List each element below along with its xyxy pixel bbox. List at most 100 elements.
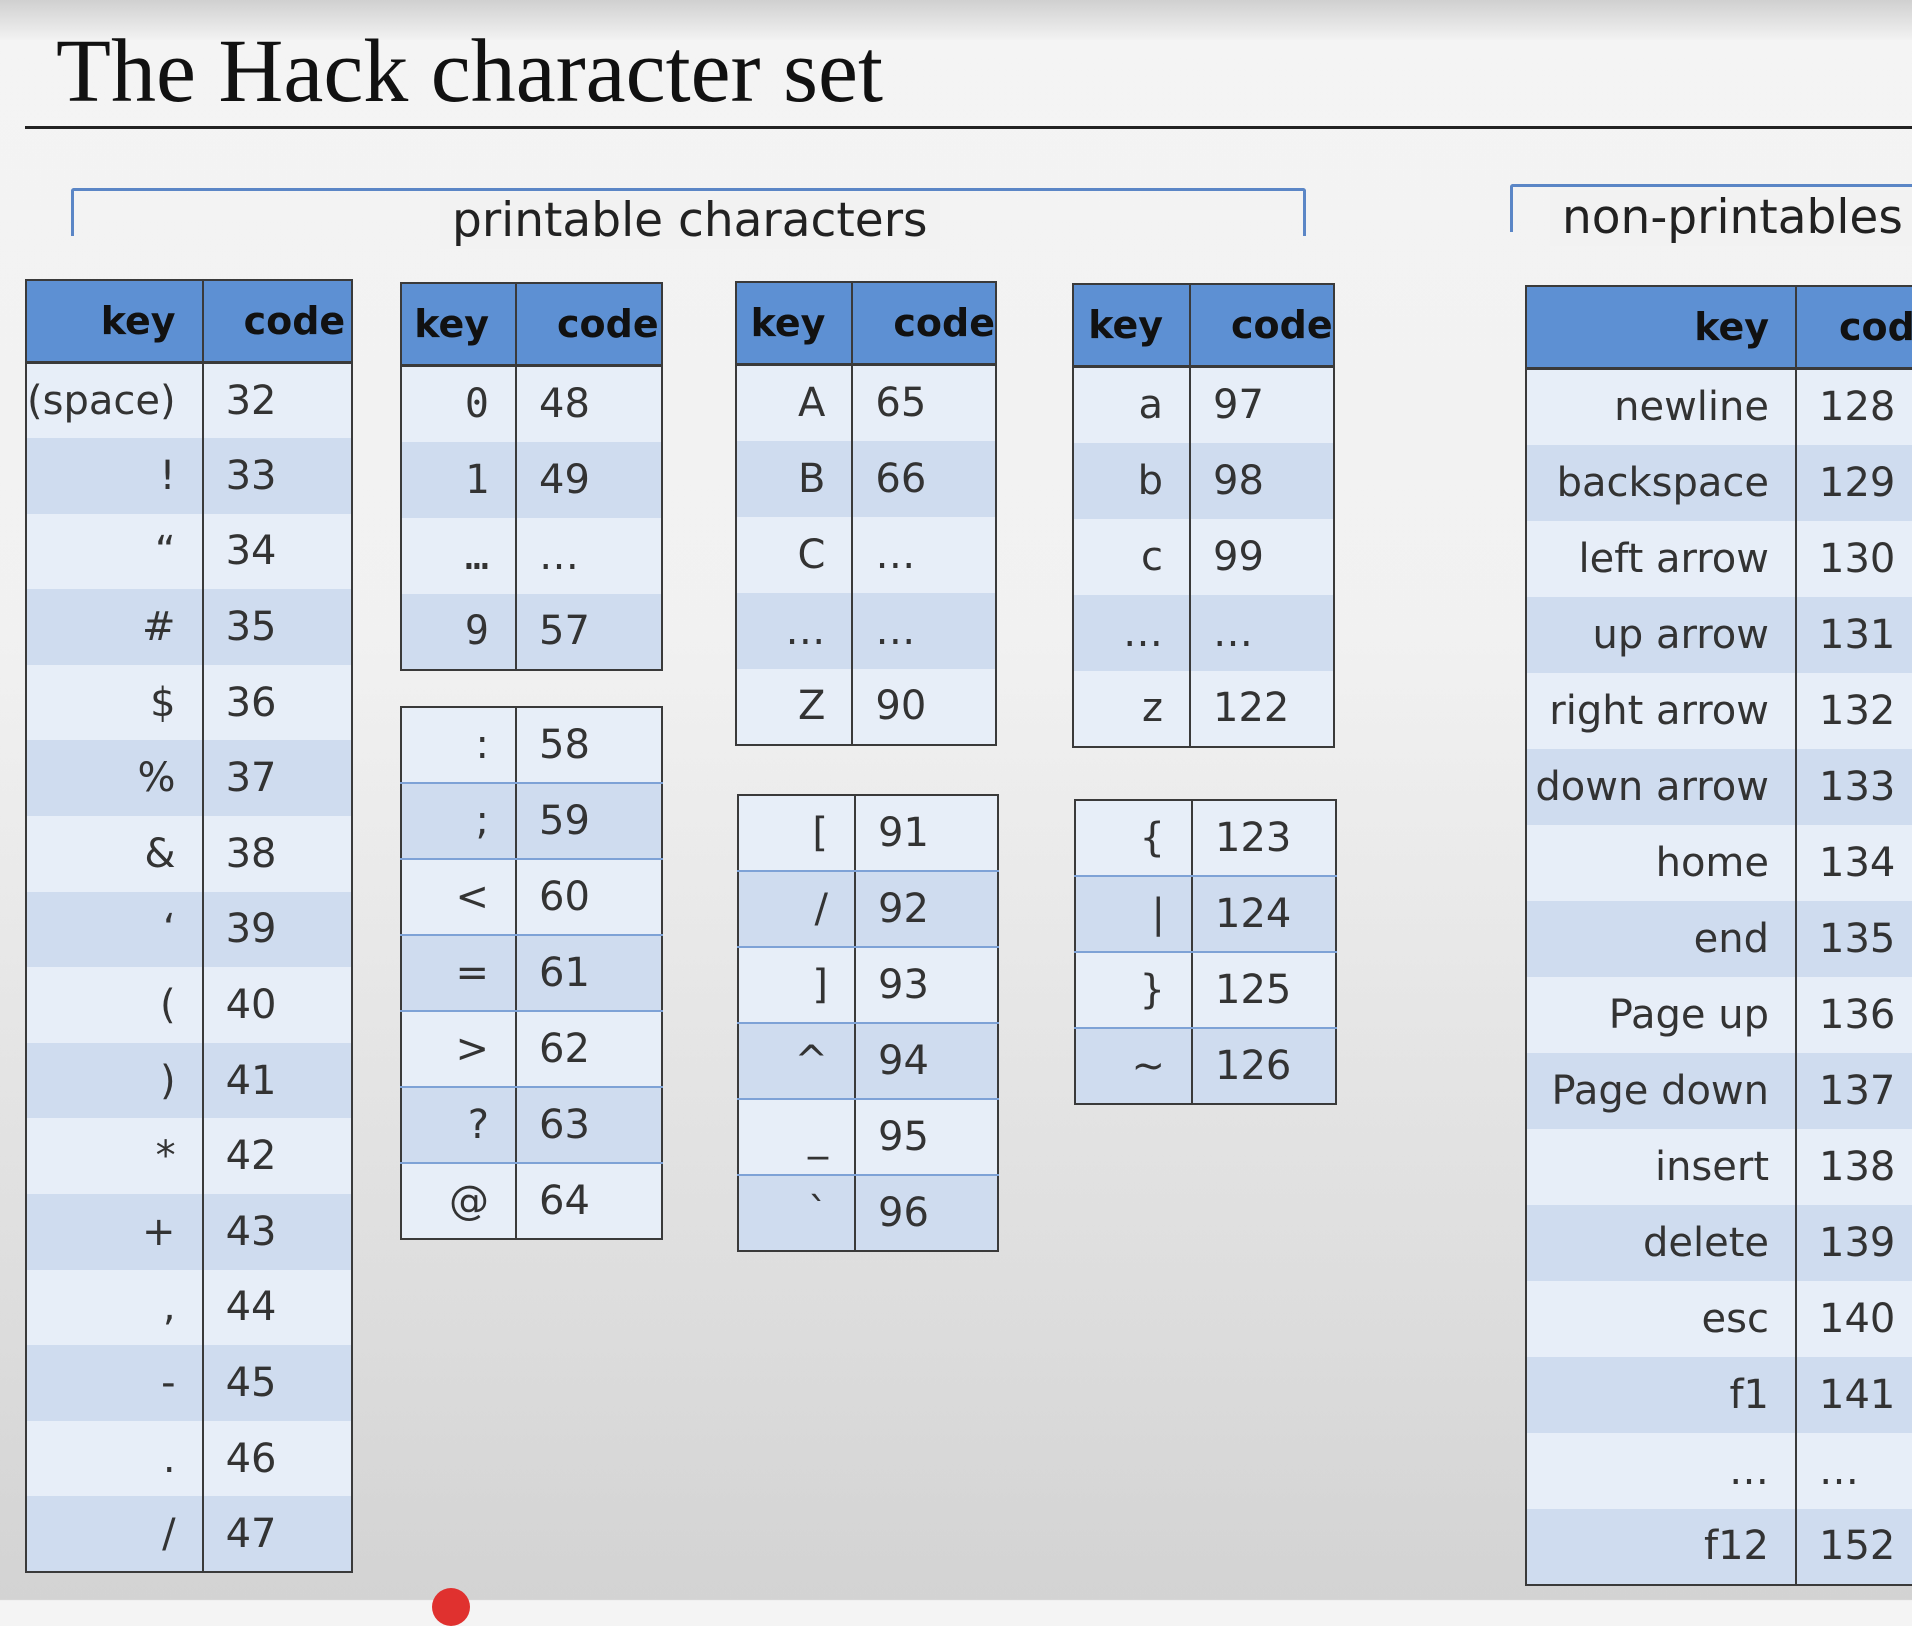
table-row: ]93	[738, 947, 998, 1024]
code-cell: 130	[1796, 520, 1912, 597]
code-cell: 128	[1796, 368, 1912, 445]
code-cell: 39	[202, 891, 352, 968]
table-row: >62	[401, 1011, 662, 1088]
code-cell: 36	[202, 664, 352, 741]
code-cell: 61	[516, 935, 662, 1012]
code-header: cod	[1796, 286, 1912, 370]
key-cell: ]	[738, 947, 856, 1024]
table-row: “34	[26, 513, 352, 590]
key-cell: .	[26, 1420, 204, 1497]
key-cell: end	[1526, 900, 1797, 977]
code-cell: 129	[1796, 444, 1912, 521]
table-row: ,44	[26, 1269, 352, 1346]
code-cell: 46	[202, 1420, 352, 1497]
key-cell: …	[736, 592, 854, 669]
code-cell: 63	[516, 1087, 662, 1164]
key-cell: 9	[401, 593, 517, 670]
code-cell: 133	[1796, 748, 1912, 825]
key-cell: _	[738, 1099, 856, 1176]
key-cell: /	[26, 1496, 204, 1572]
table-row: ……	[1073, 594, 1334, 671]
code-cell: 141	[1796, 1356, 1912, 1433]
key-cell: @	[401, 1163, 517, 1239]
code-cell: 58	[516, 707, 662, 784]
table-row: ^94	[738, 1023, 998, 1100]
title-rule	[25, 126, 1912, 129]
key-cell: *	[26, 1118, 204, 1195]
code-cell: 44	[202, 1269, 352, 1346]
code-cell: 92	[855, 871, 998, 948]
key-header: key	[26, 280, 204, 364]
code-cell: 132	[1796, 672, 1912, 749]
table-row: /92	[738, 871, 998, 948]
key-cell: A	[736, 364, 854, 441]
key-cell: …	[1073, 594, 1191, 671]
key-cell: :	[401, 707, 517, 784]
code-cell: 64	[516, 1163, 662, 1239]
code-cell: 91	[855, 795, 998, 872]
code-cell: 138	[1796, 1128, 1912, 1205]
key-cell: ~	[1075, 1028, 1193, 1104]
code-cell: 38	[202, 816, 352, 892]
key-cell: Page down	[1526, 1052, 1797, 1129]
code-cell: …	[1796, 1432, 1912, 1509]
key-cell: ?	[401, 1087, 517, 1164]
code-cell: 122	[1190, 670, 1334, 747]
code-cell: 152	[1796, 1508, 1912, 1585]
code-cell: 140	[1796, 1280, 1912, 1357]
code-cell: 136	[1796, 976, 1912, 1053]
key-cell: Z	[736, 668, 854, 745]
code-cell: 94	[855, 1023, 998, 1100]
code-cell: 34	[202, 513, 352, 590]
key-cell: #	[26, 589, 204, 665]
table-row: |124	[1075, 876, 1336, 953]
code-header: code	[1190, 284, 1334, 368]
table-row: ?63	[401, 1087, 662, 1164]
table-row: =61	[401, 935, 662, 1012]
key-header: key	[401, 283, 517, 367]
code-cell: 139	[1796, 1204, 1912, 1281]
table-row: %37	[26, 740, 352, 817]
key-cell: [	[738, 795, 856, 872]
key-cell: b	[1073, 442, 1191, 519]
table-row: :58	[401, 707, 662, 784]
key-cell: esc	[1526, 1280, 1797, 1357]
code-cell: 35	[202, 589, 352, 665]
key-cell: backspace	[1526, 444, 1797, 521]
nonprintable-bracket	[1510, 184, 1912, 232]
table-row: ……	[1526, 1432, 1912, 1509]
code-cell: 41	[202, 1042, 352, 1119]
key-header: key	[1526, 286, 1797, 370]
key-cell: $	[26, 664, 204, 741]
table-row: ……	[401, 517, 662, 594]
code-cell: 43	[202, 1194, 352, 1270]
code-cell: 124	[1192, 876, 1336, 953]
code-cell: 59	[516, 783, 662, 860]
printable-bracket	[71, 188, 1306, 236]
table-row: <60	[401, 859, 662, 936]
key-cell: …	[1526, 1432, 1797, 1509]
code-cell: 90	[852, 668, 996, 745]
code-cell: …	[852, 592, 996, 669]
code-cell: 98	[1190, 442, 1334, 519]
slide-title: The Hack character set	[56, 22, 883, 121]
code-cell: 42	[202, 1118, 352, 1195]
key-cell: %	[26, 740, 204, 817]
code-header: code	[516, 283, 662, 367]
code-cell: …	[1190, 594, 1334, 671]
